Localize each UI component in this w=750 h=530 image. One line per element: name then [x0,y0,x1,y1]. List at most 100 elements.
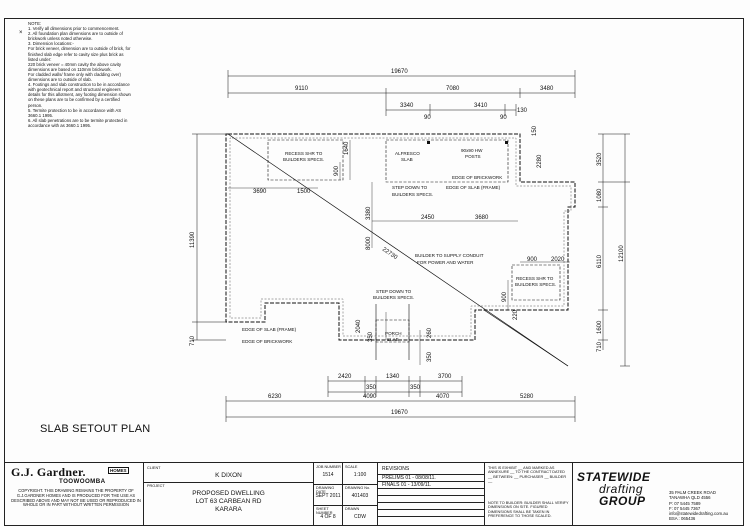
note-line: 6. All slab penetrations are to be termi… [28,117,128,128]
logo-line-3: GROUP [599,494,646,508]
diagonal-extension [483,309,569,367]
right-dimension-lines [598,133,630,367]
scale-value: 1:100 [353,472,367,478]
label-alfresco-1: ALFRESCO [395,151,420,156]
divider [314,505,342,506]
address-line: 35 PALM CREEK ROAD [669,490,716,495]
dim-bot-350b: 350 [410,385,421,391]
dim-right-top: 3520 [597,152,603,166]
dim-post-a: 90 [424,115,431,121]
dim-top-right: 3480 [540,86,554,92]
note-heading: NOTE: [28,21,42,26]
dim-right-small: 710 [597,341,603,352]
divider [378,509,484,510]
dim-top-mid: 7080 [446,86,460,92]
slab-outline [225,133,576,341]
project-line-2: LOT 63 CARBEAN RD [195,498,262,505]
note-line: For brick veneer, dimension are to outsi… [28,46,131,62]
dim-recess-br-900: 900 [527,257,538,263]
left-dimension-lines [192,133,228,341]
address-line: TANAWHA QLD 4556 [669,495,711,501]
client-project-cell: CLIENT K DIXON PROJECT PROPOSED DWELLING… [144,463,314,526]
note-line: 4. Footings and slab construction to be … [28,82,131,108]
label-edge-slab-frame-top: EDGE OF SLAB (FRAME) [446,185,501,190]
job-column: JOB NUMBER 1514 DRAWING DATE SEPT 2011 S… [314,463,343,526]
note-line: 1. Verify all dimensions prior to commen… [28,26,120,32]
note-line: 2. All foundation plan dimensions are to… [28,31,123,42]
dim-left-small: 710 [190,335,196,346]
revisions-label: REVISIONS [382,466,410,472]
address-line: P: 07 5445 7589 [669,500,701,506]
company-logo-tag: HOMES [108,467,129,474]
divider [378,495,484,496]
label-step-down-1b: BUILDERS SPECS. [392,192,433,197]
project-label: PROJECT [147,484,165,488]
divider [144,482,313,483]
dim-bot-3700: 3700 [438,374,452,380]
label-edge-slab-frame-bot: EDGE OF SLAB (FRAME) [242,327,297,332]
label-recess-br-2: BUILDERS SPECS. [515,282,556,287]
dim-top-sub2: 3410 [474,103,488,109]
job-number: 1514 [322,472,334,478]
label-porch-2: SLAB [387,337,399,342]
note-line: For cladded walls/ frame only with cladd… [28,71,121,83]
label-porch-1: PORCH [385,331,402,336]
label-step-down-2a: STEP DOWN TO [376,289,412,294]
dim-porch-350: 350 [368,331,374,342]
client-label: CLIENT [147,466,161,470]
alfresco-slab [385,139,509,183]
drawing-title: SLAB SETOUT PLAN [40,423,151,435]
contract-cell: THIS IS EXHIBIT __ AND MARKED AS ANNEXUR… [485,463,573,526]
label-posts-2: POSTS [465,154,481,159]
revision-1: PRELIMS 01 - 08/08/11. [382,475,436,481]
project-line-1: PROPOSED DWELLING [192,490,265,497]
job-label: JOB NUMBER [316,465,341,469]
company-city: TOOWOOMBA [59,478,106,485]
contract-exhibit-text: THIS IS EXHIBIT __ AND MARKED AS ANNEXUR… [488,466,567,483]
logo-line-1: STATEWIDE [577,470,651,484]
general-notes: NOTE: 1. Verify all dimensions prior to … [28,21,131,128]
label-edge-brick-bot: EDGE OF BRICKWORK [242,339,293,344]
dim-left-overall: 11390 [190,231,196,248]
dim-bot-350: 350 [366,385,377,391]
drawing-date: SEPT 2011 [315,493,341,499]
divider [378,474,484,475]
label-posts-1: 90x90 HW [461,148,483,153]
scale-column: SCALE 1:100 DRAWING No. 401403 DRAWN CDW [343,463,378,526]
drafting-address: 35 PALM CREEK ROAD TANAWHA QLD 4556 P: 0… [669,490,728,522]
sheet-label: SHEET NUMBER [316,507,333,515]
dim-right-bottom: 1600 [597,320,603,334]
sheet-number: 4 OF 8 [320,514,336,520]
recess-shr-bottom-right [511,264,561,301]
dim-diag-8000: 8000 [366,236,372,250]
dim-recess-tl-h: 900 [334,165,340,176]
dim-porch-2040: 2040 [356,319,362,333]
dim-alfresco-h: 150 [532,125,538,136]
dim-recess-br-2020: 2020 [551,257,565,263]
divider [378,502,484,503]
divider [378,488,484,489]
diagonal-check-line [227,133,569,367]
statewide-logo: STATEWIDE drafting GROUP [577,471,650,507]
label-recess-tl-2: BUILDERS SPECS. [283,157,324,162]
dim-bot-overall: 19670 [391,410,408,416]
drawing-number: 401403 [351,493,369,499]
bottom-dimension-lines [225,376,576,422]
dim-bot-2420: 2420 [338,374,352,380]
company-cell: G.J. Gardner. HOMES TOOWOOMBA COPYRIGHT.… [5,463,144,526]
address-line: BSA : 065436 [669,516,696,522]
slab-setout-plan: × 19670 911 [19,30,630,422]
dim-post-b: 90 [500,115,507,121]
label-edge-brick-top: EDGE OF BRICKWORK [452,175,503,180]
note-line: 3. Dimension locations:- [28,41,74,47]
dim-top-sub1: 3340 [400,103,414,109]
top-dimension-lines [227,70,576,116]
brickwork-outline [229,137,572,337]
dim-mid-3680: 3680 [475,215,489,221]
note-line: 5. Termite protection to be in accordanc… [28,107,122,118]
dim-right-mid: 1080 [597,188,603,202]
dim-porch-260: 260 [427,327,433,338]
dim-porch-350b: 350 [427,351,433,362]
company-logo-name: G.J. Gardner. [11,465,86,479]
